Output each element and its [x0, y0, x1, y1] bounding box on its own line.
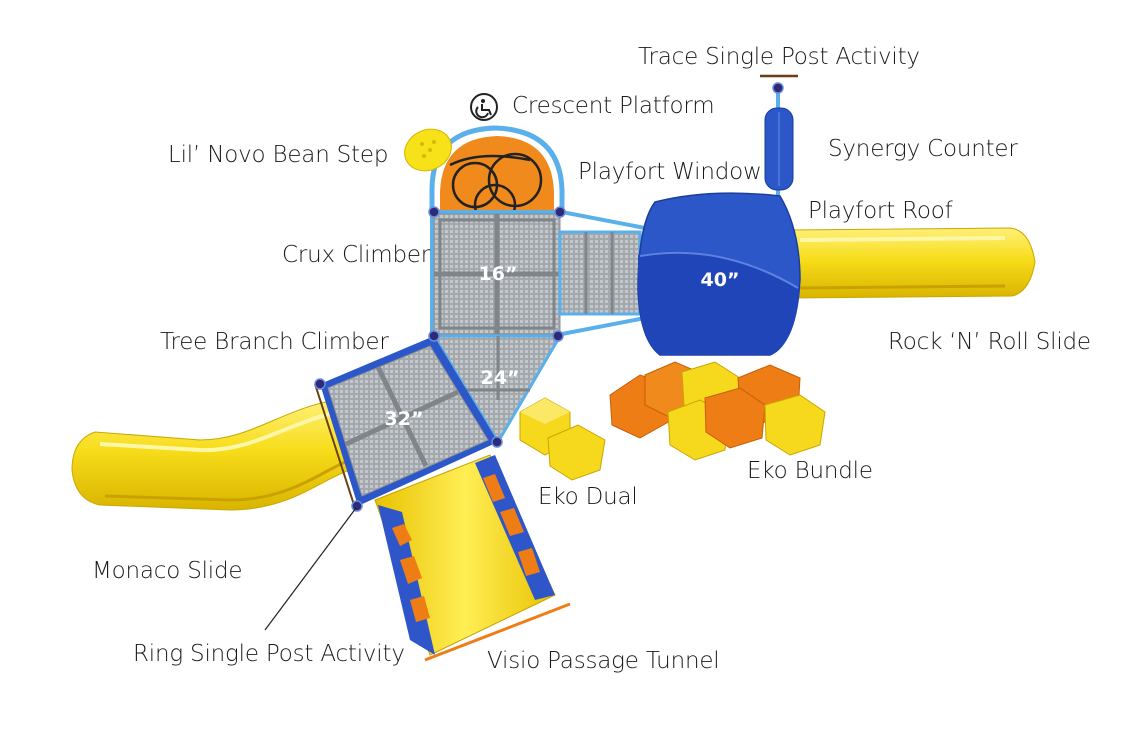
- deck-32-height: 32”: [385, 408, 424, 430]
- monaco-slide: [71, 399, 351, 511]
- playfort-window-label: Playfort Window: [578, 159, 762, 185]
- rock-n-roll-slide-label: Rock ‘N’ Roll Slide: [888, 329, 1091, 355]
- eko-bundle: [609, 361, 826, 461]
- eko-dual-label: Eko Dual: [538, 484, 638, 510]
- deck-32: [314, 336, 498, 509]
- wheelchair-icon: [470, 93, 498, 121]
- ring-single-post-activity-label: Ring Single Post Activity: [133, 641, 405, 667]
- lil-novo-bean-step-label: Lil’ Novo Bean Step: [168, 142, 389, 168]
- lil-novo-bean-step: [404, 128, 452, 172]
- eko-bundle-label: Eko Bundle: [747, 458, 873, 484]
- deck-40-height: 40”: [701, 269, 740, 291]
- visio-passage-tunnel: [374, 454, 571, 662]
- deck-16-height: 16”: [479, 263, 518, 285]
- deck-24-height: 24”: [481, 367, 520, 389]
- eko-dual: [519, 397, 606, 481]
- ring-post-leader-line: [264, 507, 357, 631]
- crescent-platform-label: Crescent Platform: [512, 93, 715, 119]
- deck-16: [433, 213, 561, 335]
- posts: [314, 206, 566, 512]
- synergy-counter-label: Synergy Counter: [828, 136, 1018, 162]
- crux-climber-label: Crux Climber: [282, 242, 431, 268]
- rock-n-roll-slide: [789, 227, 1036, 299]
- playfort-roof-label: Playfort Roof: [808, 198, 953, 224]
- playfort-roof: [637, 192, 801, 356]
- bridge-deck: [558, 230, 642, 316]
- trace-single-post-activity-label: Trace Single Post Activity: [638, 44, 920, 70]
- monaco-slide-label: Monaco Slide: [92, 558, 243, 584]
- synergy-counter: [760, 74, 798, 200]
- tree-branch-climber-label: Tree Branch Climber: [160, 329, 389, 355]
- visio-passage-tunnel-label: Visio Passage Tunnel: [487, 648, 720, 674]
